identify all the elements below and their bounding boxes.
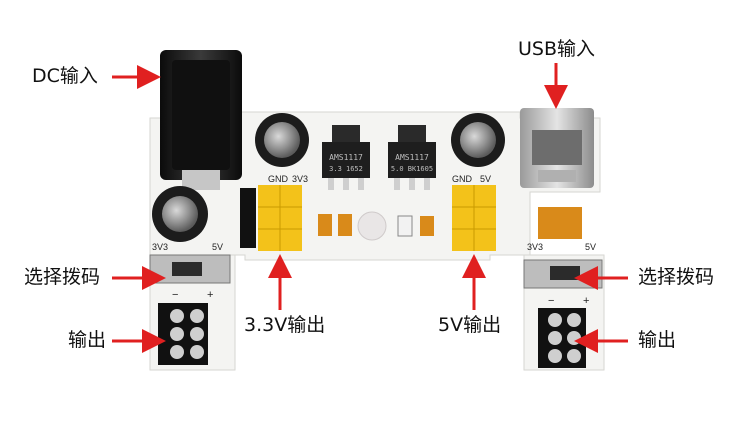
resistor-right (397, 215, 413, 237)
header-3v3 (240, 185, 302, 251)
label-dc-input: DC输入 (32, 65, 98, 87)
silk-right-minus: − (548, 295, 554, 307)
chip-left-line1: AMS1117 (329, 153, 363, 162)
capacitor-left-lower (152, 186, 208, 242)
label-select-switch-left: 选择拨码 (24, 266, 101, 288)
silk-ls-3v3: 3V3 (152, 242, 168, 252)
capacitor-left-upper (255, 113, 309, 167)
silk-right-gnd: GND (452, 174, 473, 184)
chip-right-line1: AMS1117 (395, 153, 429, 162)
silk-left-3v3: 3V3 (292, 174, 308, 184)
silk-rs-3v3: 3V3 (527, 242, 543, 252)
silk-left-gnd: GND (268, 174, 289, 184)
label-3v3-output: 3.3V输出 (244, 314, 326, 336)
capacitor-right-upper (451, 113, 505, 167)
output-pins-left (158, 303, 208, 365)
silk-right-5v: 5V (480, 174, 491, 184)
selector-switch-left (149, 254, 231, 284)
regulator-right: AMS1117 5.0 BK1605 (388, 125, 436, 190)
header-5v (452, 185, 496, 251)
label-output-left: 输出 (68, 329, 107, 351)
label-5v-output: 5V输出 (438, 314, 502, 336)
regulator-left: AMS1117 3.3 1652 (322, 125, 370, 190)
usb-connector (520, 108, 594, 188)
resistor-right-2 (420, 216, 434, 236)
led (357, 211, 387, 241)
dc-jack (160, 50, 242, 190)
silk-ls-5v: 5V (212, 242, 223, 252)
label-select-switch-right: 选择拨码 (638, 266, 715, 288)
chip-right-line2: 5.0 BK1605 (391, 165, 433, 173)
silk-right-plus: + (583, 295, 589, 307)
resistor-left (318, 214, 332, 236)
silk-rs-5v: 5V (585, 242, 596, 252)
selector-switch-right (523, 259, 603, 289)
resistor-left-2 (338, 214, 352, 236)
fuse (538, 207, 582, 239)
silk-left-plus: + (207, 289, 213, 301)
output-pins-right (538, 308, 586, 368)
label-usb-input: USB输入 (518, 38, 596, 60)
label-output-right: 输出 (638, 329, 677, 351)
silk-left-minus: − (172, 289, 178, 301)
chip-left-line2: 3.3 1652 (329, 165, 363, 173)
